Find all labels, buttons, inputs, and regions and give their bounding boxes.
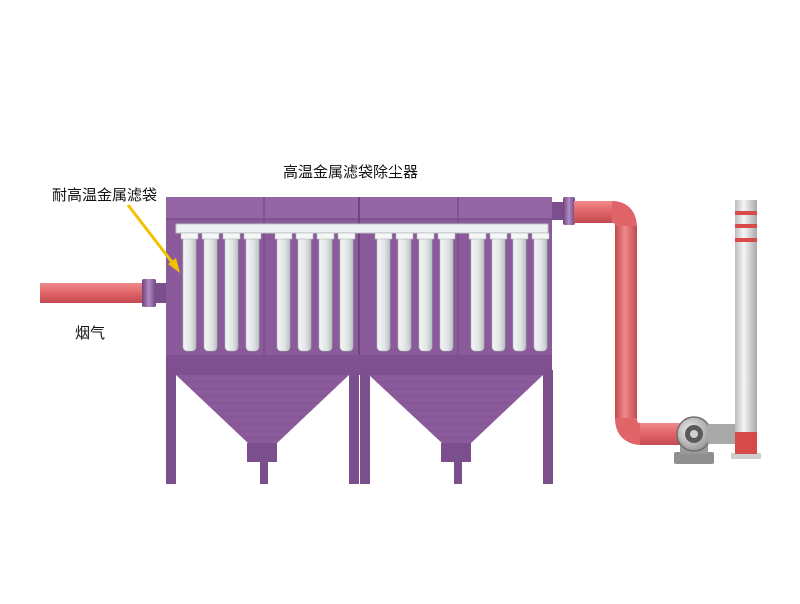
filter-bag [182, 232, 197, 352]
filter-bag-collar [468, 232, 487, 240]
inlet-flange [142, 279, 156, 307]
stack-band [735, 224, 757, 228]
flue-gas-label: 烟气 [75, 324, 106, 342]
filter-bag-collar [337, 232, 356, 240]
stack-band [735, 238, 757, 242]
diagram-title: 高温金属滤袋除尘器 [283, 163, 419, 181]
filter-bag [470, 232, 485, 352]
filter-bag-label: 耐高温金属滤袋 [52, 186, 158, 204]
filter-bag [418, 232, 433, 352]
filter-bag [245, 232, 260, 352]
chimney-stack [731, 200, 761, 459]
filter-bag [203, 232, 218, 352]
filter-bag [318, 232, 333, 352]
filter-bag-collar [274, 232, 293, 240]
hopper [176, 375, 349, 444]
housing-leg [360, 370, 370, 484]
filter-bag-collar [437, 232, 456, 240]
tube-sheet [175, 223, 549, 234]
filter-bag [533, 232, 548, 352]
filter-bag-collar [374, 232, 393, 240]
filter-bag-collar [510, 232, 529, 240]
filter-bag-collar [489, 232, 508, 240]
filter-bag-collar [316, 232, 335, 240]
filter-bag-collar [243, 232, 262, 240]
outlet-flange [563, 197, 575, 225]
filter-bag [491, 232, 506, 352]
filter-bag [397, 232, 412, 352]
stack-band [735, 211, 757, 215]
housing-leg [543, 370, 553, 484]
bag-pointer-arrow [126, 204, 180, 273]
filter-bag [224, 232, 239, 352]
filter-bag [439, 232, 454, 352]
filter-bag [512, 232, 527, 352]
filter-bag-collar [295, 232, 314, 240]
filter-bag [339, 232, 354, 352]
filter-bag-collar [201, 232, 220, 240]
housing-leg [166, 370, 176, 484]
hopper [369, 375, 543, 444]
filter-bag [276, 232, 291, 352]
filter-bag-collar [222, 232, 241, 240]
stack-base-band [735, 432, 757, 454]
filter-bag-collar [531, 232, 550, 240]
filter-bag [297, 232, 312, 352]
outlet-pipe [552, 197, 680, 445]
filter-bag [376, 232, 391, 352]
filter-bag-collar [395, 232, 414, 240]
flue-gas-inlet-pipe [40, 279, 168, 307]
discharge-outlet [247, 443, 277, 462]
filter-bag-collar [416, 232, 435, 240]
filter-bags [180, 232, 550, 352]
filter-bag-collar [180, 232, 199, 240]
housing-leg [349, 370, 359, 484]
discharge-outlet [441, 443, 471, 462]
fan-icon [674, 416, 736, 464]
